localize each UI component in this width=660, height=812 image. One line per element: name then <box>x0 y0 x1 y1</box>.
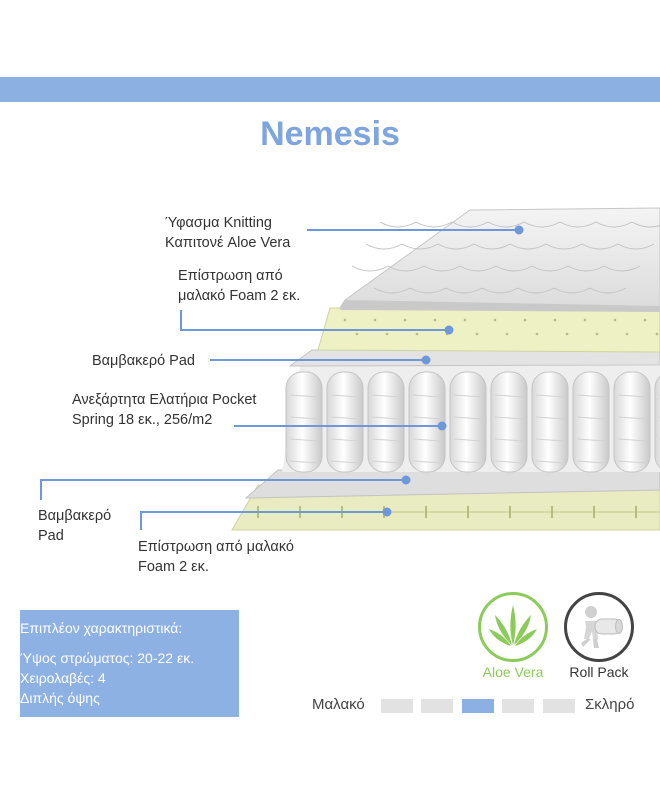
firmness-level-5 <box>543 699 575 713</box>
pocket-spring <box>367 371 405 473</box>
layer-pointer-lines <box>40 229 519 530</box>
pad-top-layer <box>288 349 660 367</box>
aloe-leaf-icon <box>489 605 537 646</box>
pocket-spring <box>654 375 660 469</box>
firmness-level-4 <box>502 699 534 713</box>
pocket-springs-layer <box>282 366 660 473</box>
product-title: Nemesis <box>260 115 400 153</box>
pocket-spring <box>572 371 610 473</box>
roll-pack-caption: Roll Pack <box>569 664 629 680</box>
layer-label-pad-top: Βαμβακερό Pad <box>92 353 195 369</box>
aloe-vera-badge <box>478 592 548 662</box>
layer-label-foam-bottom: Επίστρωση από μαλακό Foam 2 εκ. <box>138 539 294 575</box>
pocket-spring <box>490 371 528 473</box>
knitting-fabric-layer <box>339 207 660 312</box>
firmness-level-2 <box>421 699 453 713</box>
layer-label-springs: Ανεξάρτητα Ελατήρια Pocket Spring 18 εκ.… <box>72 392 257 428</box>
layer-label-pad-bottom: Βαμβακερό Pad <box>38 508 112 544</box>
features-heading: Επιπλέον χαρακτηριστικά: <box>20 620 183 636</box>
pocket-spring <box>408 371 446 473</box>
mattress-layers-illustration <box>40 207 660 531</box>
aloe-vera-caption: Aloe Vera <box>482 664 544 680</box>
pocket-spring <box>285 371 323 473</box>
layer-label-foam-top: Επίστρωση από μαλακό Foam 2 εκ. <box>178 268 301 304</box>
firmness-hard-label: Σκληρό <box>585 696 635 713</box>
roll-pack-badge <box>564 592 634 662</box>
firmness-level-1 <box>381 699 413 713</box>
feature-handles: Χειρολαβές: 4 <box>20 670 106 686</box>
pocket-spring <box>613 371 651 473</box>
layer-pointer-dots <box>382 225 524 517</box>
firmness-level-3 <box>462 699 494 713</box>
features-box: Επιπλέον χαρακτηριστικά: Ύψος στρώματος:… <box>20 610 239 717</box>
feature-height: Ύψος στρώματος: 20-22 εκ. <box>20 650 195 666</box>
pocket-spring <box>531 371 569 473</box>
layer-label-knitting: Ύφασμα Knitting Καπιτονέ Aloe Vera <box>165 215 291 251</box>
top-banner-bar <box>0 77 660 102</box>
pocket-spring <box>326 371 364 473</box>
person-carrying-roll-icon <box>581 606 623 648</box>
pocket-spring <box>449 371 487 473</box>
feature-double-sided: Διπλής όψης <box>20 690 100 706</box>
firmness-soft-label: Μαλακό <box>312 696 365 713</box>
